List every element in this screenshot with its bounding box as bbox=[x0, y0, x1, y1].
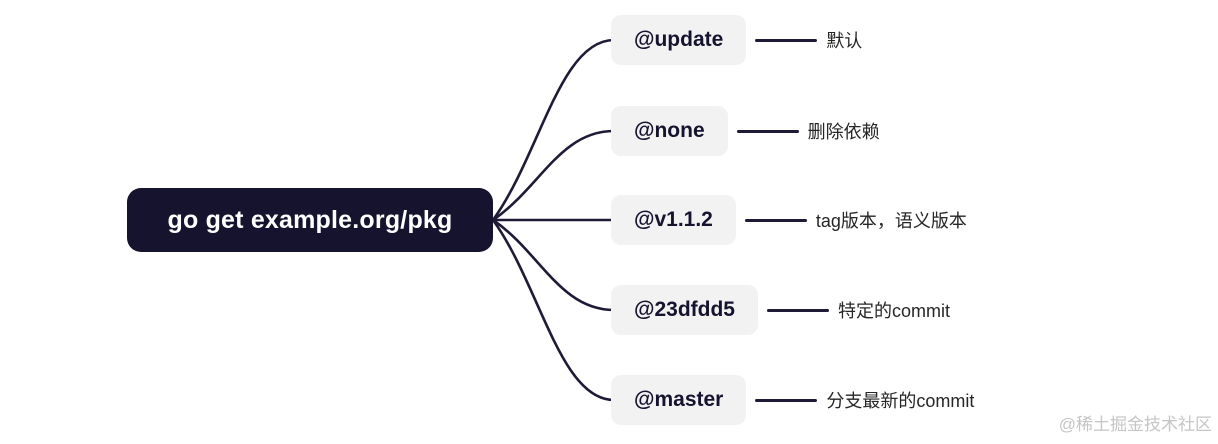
note-connector-line bbox=[736, 129, 799, 133]
branch-note[interactable]: 特定的commit bbox=[838, 301, 950, 321]
curve-root-to-master bbox=[491, 218, 616, 402]
branch-node-none[interactable]: @none bbox=[611, 106, 728, 156]
branch-node-v112[interactable]: @v1.1.2 bbox=[611, 195, 736, 245]
branch-node-update[interactable]: @update bbox=[611, 15, 747, 65]
note-connector-line bbox=[767, 308, 829, 312]
branch-node-label: @update bbox=[634, 28, 724, 51]
curve-root-to-23dfdd5 bbox=[491, 218, 616, 312]
branch-node-label: @master bbox=[634, 388, 724, 411]
curve-root-to-update bbox=[491, 38, 616, 222]
branch-node-label: @v1.1.2 bbox=[634, 208, 713, 231]
branch-node-label: @none bbox=[634, 119, 705, 142]
branch-note[interactable]: tag版本，语义版本 bbox=[815, 211, 967, 231]
branch-row-none: @none 删除依赖 bbox=[611, 106, 880, 156]
branch-note[interactable]: 默认 bbox=[826, 31, 863, 51]
note-connector-line bbox=[755, 38, 818, 42]
branch-note[interactable]: 分支最新的commit bbox=[826, 391, 975, 411]
branch-row-update: @update 默认 bbox=[611, 15, 862, 65]
curve-root-to-none bbox=[491, 129, 616, 222]
branch-node-label: @23dfdd5 bbox=[634, 298, 735, 321]
branch-row-master: @master 分支最新的commit bbox=[611, 375, 974, 425]
branch-row-23dfdd5: @23dfdd5 特定的commit bbox=[611, 285, 950, 335]
root-node-label: go get example.org/pkg bbox=[167, 205, 453, 234]
note-connector-line bbox=[755, 398, 818, 402]
note-connector-line bbox=[744, 218, 807, 222]
watermark: @稀土掘金技术社区 bbox=[1058, 415, 1212, 434]
branch-node-master[interactable]: @master bbox=[611, 375, 747, 425]
branch-node-23dfdd5[interactable]: @23dfdd5 bbox=[611, 285, 758, 335]
branch-row-v112: @v1.1.2 tag版本，语义版本 bbox=[611, 195, 967, 245]
root-node[interactable]: go get example.org/pkg bbox=[127, 188, 493, 252]
branch-note[interactable]: 删除依赖 bbox=[807, 122, 880, 142]
